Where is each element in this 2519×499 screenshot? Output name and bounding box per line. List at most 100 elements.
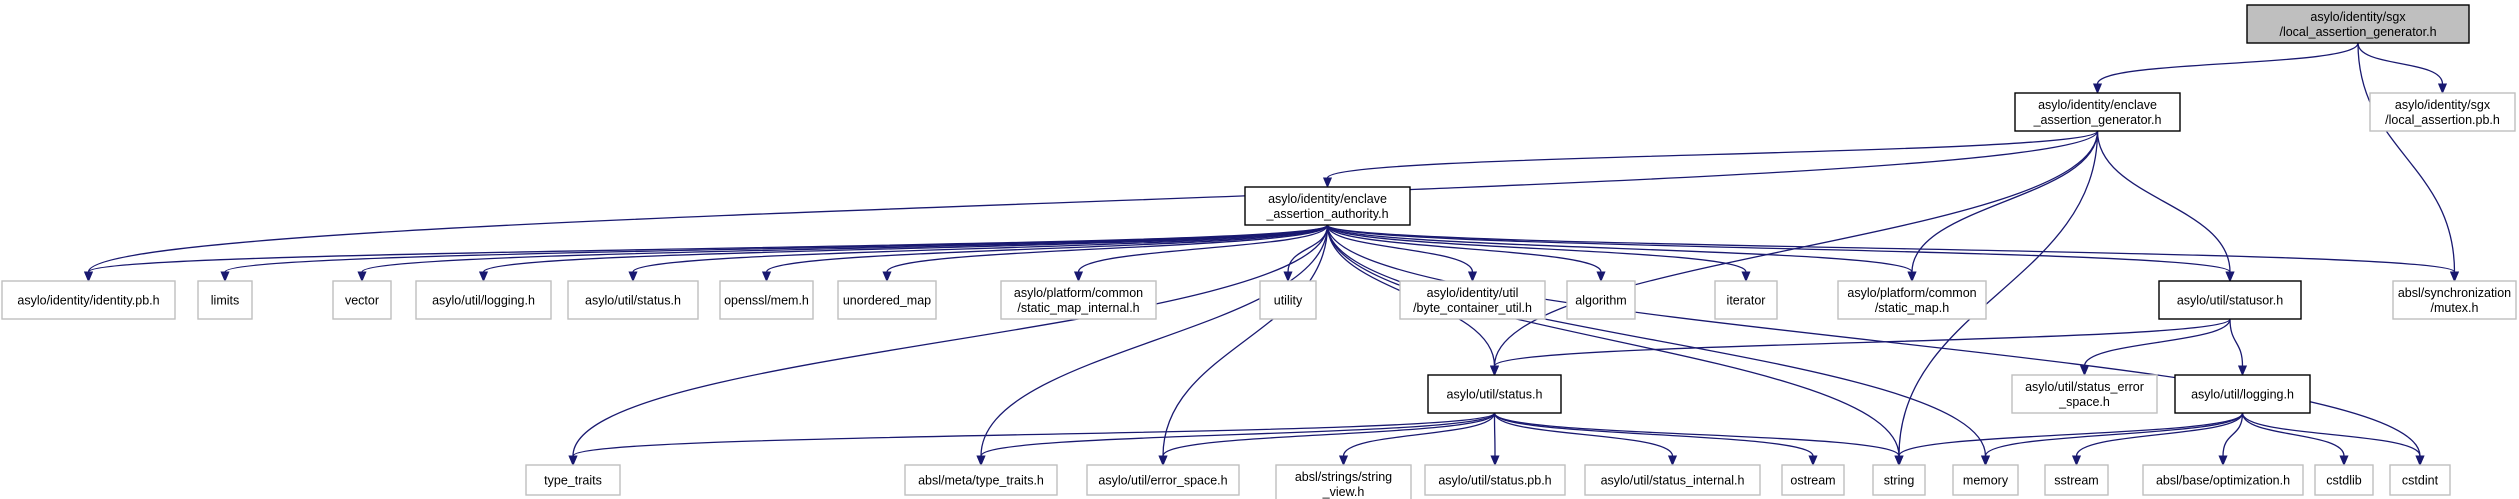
node-label-line: _assertion_authority.h — [1265, 207, 1388, 221]
nodes-layer: asylo/identity/sgx/local_assertion_gener… — [1, 4, 2517, 499]
node-box — [1000, 280, 1157, 320]
edge-line — [1077, 224, 1329, 273]
node-label-line: _view.h — [1322, 485, 1365, 499]
graph-node-sesp: asylo/util/status_error_space.h — [2011, 374, 2158, 414]
node-label-line: asylo/platform/common — [1847, 286, 1976, 300]
node-box — [567, 280, 699, 320]
edge-line — [886, 224, 1329, 273]
edge-line — [1326, 224, 1602, 273]
node-label-line: /mutex.h — [2431, 301, 2479, 315]
edge-root-to-mutex — [2357, 42, 2460, 283]
edge-arrowhead — [1894, 455, 1904, 467]
graph-node-eag[interactable]: asylo/identity/enclave_assertion_generat… — [2014, 92, 2181, 132]
edge-eaa-to-mutex — [1326, 224, 2460, 283]
node-label-line: iterator — [1727, 294, 1766, 308]
node-label-line: utility — [1274, 294, 1303, 308]
edge-line — [1326, 224, 2421, 457]
node-box — [1399, 280, 1546, 320]
edge-eaa-to-ustatus1 — [628, 224, 1329, 283]
node-label-line: unordered_map — [843, 294, 931, 308]
node-label-line: asylo/util/error_space.h — [1098, 474, 1227, 488]
edge-line — [1162, 224, 1329, 457]
edge-line — [1162, 412, 1496, 457]
node-box — [1086, 464, 1240, 496]
node-label-line: asylo/util/status.h — [1447, 388, 1543, 402]
graph-node-typetraits: type_traits — [525, 464, 621, 496]
node-label-line: asylo/util/logging.h — [2191, 388, 2294, 402]
node-box — [2014, 92, 2181, 132]
edge-eaa-to-osslmem — [761, 224, 1329, 283]
edge-eaa-to-umap — [882, 224, 1329, 283]
edge-arrowhead — [628, 271, 638, 283]
edge-line — [2241, 412, 2421, 457]
node-label-line: sstream — [2054, 474, 2098, 488]
node-label-line: asylo/util/status_internal.h — [1601, 474, 1745, 488]
edge-eaa-to-typetraits — [568, 224, 1329, 467]
node-box — [2142, 464, 2304, 496]
edge-line — [2357, 42, 2456, 273]
edge-eag-to-smap — [1907, 130, 2099, 283]
node-label-line: string — [1884, 474, 1915, 488]
edge-ulog2-to-cstdint — [2241, 412, 2425, 467]
edge-arrowhead — [2415, 455, 2425, 467]
edge-line — [1326, 224, 1913, 273]
graph-node-bcu: asylo/identity/util/byte_container_util.… — [1399, 280, 1546, 320]
edge-arrowhead — [220, 271, 230, 283]
edge-arrowhead — [1490, 455, 1500, 467]
edge-line — [572, 224, 1329, 457]
graph-node-statusor[interactable]: asylo/util/statusor.h — [2158, 280, 2302, 320]
graph-node-ostream: ostream — [1781, 464, 1845, 496]
graph-node-errsp: asylo/util/error_space.h — [1086, 464, 1240, 496]
edge-eaa-to-algorithm — [1326, 224, 1606, 283]
edge-line — [1326, 224, 2231, 273]
edge-line — [572, 412, 1496, 457]
node-box — [2011, 374, 2158, 414]
node-label-line: asylo/util/logging.h — [432, 294, 535, 308]
node-box — [719, 280, 814, 320]
edge-line — [2222, 412, 2244, 457]
node-box — [415, 280, 552, 320]
graph-node-algorithm: algorithm — [1566, 280, 1636, 320]
node-label-line: absl/strings/string — [1295, 470, 1392, 484]
graph-node-mutex: absl/synchronization/mutex.h — [2392, 280, 2517, 320]
edge-line — [2357, 42, 2444, 85]
graph-node-root[interactable]: asylo/identity/sgx/local_assertion_gener… — [2246, 4, 2470, 44]
edge-arrowhead — [761, 271, 772, 283]
node-label-line: cstdlib — [2326, 474, 2361, 488]
graph-node-limits: limits — [197, 280, 253, 320]
edge-line — [1342, 412, 1496, 457]
edge-line — [632, 224, 1329, 273]
graph-node-smap: asylo/platform/common/static_map.h — [1837, 280, 1987, 320]
edge-line — [1326, 224, 1474, 273]
edge-line — [980, 412, 1496, 457]
node-box — [1, 280, 176, 320]
node-label-line: absl/synchronization — [2398, 286, 2511, 300]
graph-node-osslmem: openssl/mem.h — [719, 280, 814, 320]
node-label-line: asylo/identity/enclave — [2038, 98, 2157, 112]
edge-statusor-to-status — [1489, 318, 2231, 377]
node-label-line: /static_map.h — [1875, 301, 1949, 315]
node-box — [332, 280, 392, 320]
edge-arrowhead — [1808, 455, 1818, 467]
edge-eaa-to-iterator — [1326, 224, 1751, 283]
edge-arrowhead — [1741, 271, 1751, 283]
edge-arrowhead — [1338, 455, 1349, 467]
node-box — [1424, 464, 1566, 496]
edge-eaa-to-cstdint — [1326, 224, 2425, 467]
node-box — [1427, 374, 1562, 414]
node-label-line: absl/base/optimization.h — [2156, 474, 2290, 488]
node-label-line: asylo/platform/common — [1014, 286, 1143, 300]
node-label-line: limits — [211, 294, 239, 308]
graph-node-memory: memory — [1952, 464, 2019, 496]
graph-node-eaa[interactable]: asylo/identity/enclave_assertion_authori… — [1244, 186, 1411, 226]
node-label-line: asylo/util/status.pb.h — [1438, 474, 1551, 488]
edge-line — [1984, 412, 2244, 457]
graph-node-ulog2[interactable]: asylo/util/logging.h — [2174, 374, 2311, 414]
edge-line — [1898, 412, 2244, 457]
edge-line — [980, 224, 1329, 457]
edge-arrowhead — [1283, 271, 1293, 283]
edge-line — [1326, 224, 1900, 457]
edge-arrowhead — [357, 271, 367, 283]
graph-node-status[interactable]: asylo/util/status.h — [1427, 374, 1562, 414]
edge-eaa-to-errsp — [1158, 224, 1329, 467]
